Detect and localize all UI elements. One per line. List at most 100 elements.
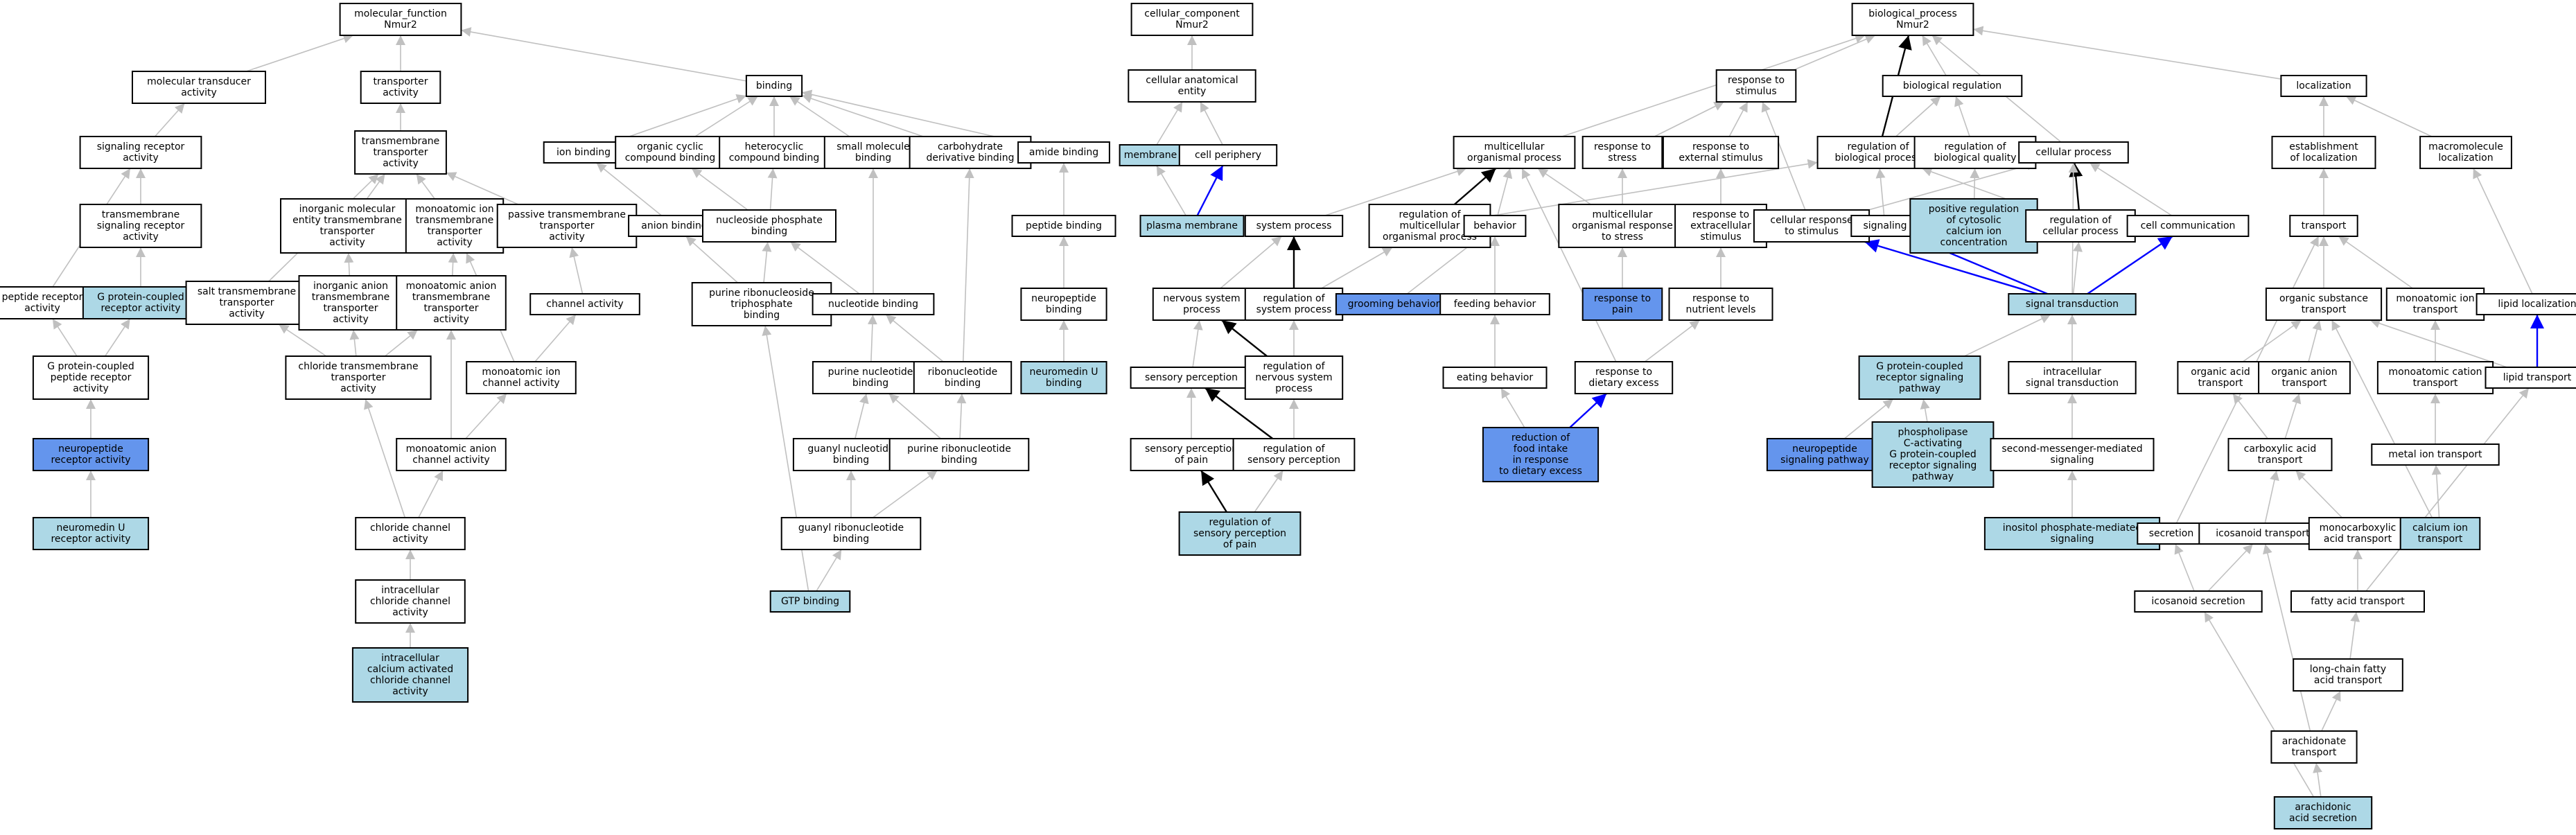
go-term-node-cell-periphery[interactable]: cell periphery [1178, 144, 1278, 166]
go-term-node-plasma-membrane[interactable]: plasma membrane [1139, 215, 1245, 237]
go-term-node-ion-binding[interactable]: ion binding [543, 141, 624, 164]
go-term-node-icosanoid-transport[interactable]: icosanoid transport [2198, 522, 2327, 545]
go-term-node-membrane[interactable]: membrane [1119, 144, 1182, 166]
go-term-node-feeding[interactable]: feeding behavior [1439, 293, 1550, 315]
go-term-node-fatty-acid[interactable]: fatty acid transport [2290, 590, 2425, 613]
go-term-node-gtp-binding[interactable]: GTP binding [769, 590, 851, 613]
go-term-node-monoatomic-anion-tm[interactable]: monoatomic aniontransmembranetransporter… [396, 275, 507, 331]
go-term-node-transport[interactable]: transport [2289, 215, 2358, 237]
go-term-node-system-process[interactable]: system process [1244, 215, 1344, 237]
go-term-node-icosanoid-secretion[interactable]: icosanoid secretion [2134, 590, 2263, 613]
go-term-node-signal-transduction[interactable]: signal transduction [2008, 293, 2137, 315]
go-term-node-binding[interactable]: binding [745, 75, 803, 97]
go-term-node-cell-communication[interactable]: cell communication [2126, 215, 2250, 237]
go-term-node-metal-ion[interactable]: metal ion transport [2371, 443, 2500, 466]
go-term-node-cellular-process[interactable]: cellular process [2018, 141, 2129, 164]
go-term-node-lipid-transport[interactable]: lipid transport [2485, 367, 2576, 389]
go-term-node-inorg-anion[interactable]: inorganic aniontransmembranetransportera… [298, 275, 403, 331]
go-term-node-behavior[interactable]: behavior [1463, 215, 1527, 237]
go-term-node-monoatomic-ion-tm[interactable]: monoatomic iontransmembranetransporterac… [405, 198, 505, 254]
go-term-node-lipid-localization[interactable]: lipid localization [2476, 293, 2576, 315]
go-term-node-localization[interactable]: localization [2280, 75, 2367, 97]
go-term-node-signaling[interactable]: signaling [1850, 215, 1920, 237]
go-term-node-secretion[interactable]: secretion [2137, 522, 2206, 545]
go-term-node-nucleotide-binding[interactable]: nucleotide binding [812, 293, 935, 315]
go-term-node-channel-activity[interactable]: channel activity [529, 293, 640, 315]
go-term-node-chloride-tm[interactable]: chloride transmembranetransporteractivit… [285, 355, 432, 400]
go-term-node-peptide-binding[interactable]: peptide binding [1011, 215, 1116, 237]
go-term-node-sensory-perception[interactable]: sensory perception [1130, 367, 1253, 389]
go-term-node-eating[interactable]: eating behavior [1442, 367, 1548, 389]
go-term-node-grooming[interactable]: grooming behavior [1335, 293, 1453, 315]
go-term-node-biological-regulation[interactable]: biological regulation [1882, 75, 2023, 97]
go-term-node-amide[interactable]: amide binding [1017, 141, 1110, 164]
